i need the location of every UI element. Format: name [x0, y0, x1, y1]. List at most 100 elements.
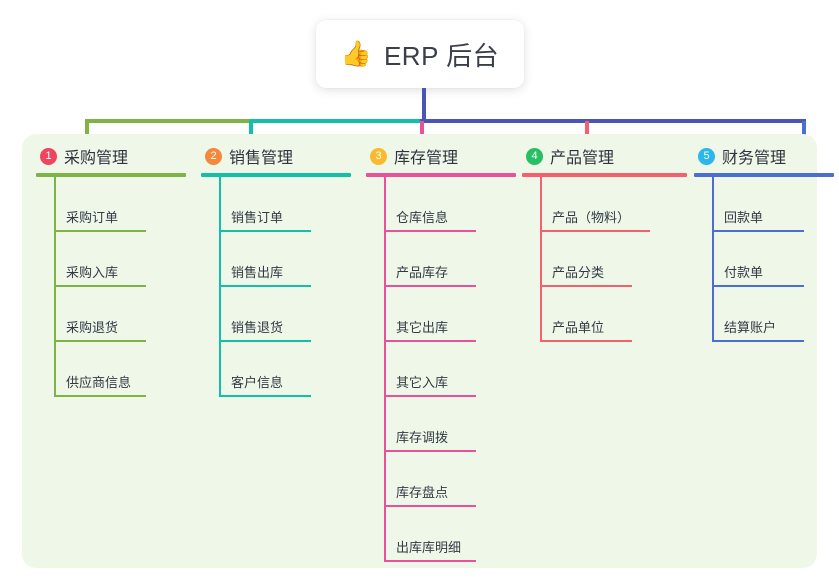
branch-spine-4: [540, 177, 542, 342]
list-item-rule: [384, 395, 476, 397]
list-item-label: 客户信息: [231, 375, 284, 390]
branch-items-5: 回款单 付款单 结算账户: [712, 177, 834, 342]
list-item[interactable]: 供应商信息: [54, 342, 186, 397]
branch-items-3: 仓库信息 产品库存 其它出库 其它入库 库存调拨: [384, 177, 516, 562]
branch-title-5: 财务管理: [722, 150, 787, 167]
list-item[interactable]: 库存调拨: [384, 397, 516, 452]
branch-title-4: 产品管理: [550, 150, 615, 167]
branch-header-3[interactable]: 3 库存管理: [366, 144, 516, 168]
list-item-label: 采购订单: [66, 210, 119, 225]
branch-badge-3: 3: [370, 147, 387, 165]
branch-rule-2: [201, 173, 351, 177]
list-item-label: 采购入库: [66, 265, 119, 280]
list-item[interactable]: 销售出库: [219, 232, 351, 287]
list-item-rule: [540, 230, 650, 232]
branch-title-2: 销售管理: [229, 150, 294, 167]
root-title: ERP 后台: [383, 40, 500, 71]
branch-badge-4: 4: [526, 147, 543, 165]
list-item[interactable]: 客户信息: [219, 342, 351, 397]
list-item[interactable]: 其它出库: [384, 287, 516, 342]
list-item-label: 供应商信息: [66, 375, 132, 390]
branch-items-4: 产品（物料） 产品分类 产品单位: [540, 177, 687, 342]
list-item-rule: [54, 395, 146, 397]
list-item-rule: [219, 340, 311, 342]
list-item-label: 库存盘点: [396, 485, 449, 500]
list-item[interactable]: 产品（物料）: [540, 177, 687, 232]
list-item[interactable]: 库存盘点: [384, 452, 516, 507]
list-item-rule: [712, 340, 804, 342]
list-item[interactable]: 仓库信息: [384, 177, 516, 232]
connector-bus-left: [85, 119, 251, 123]
list-item-label: 回款单: [724, 210, 764, 225]
branch-column-product: 4 产品管理 产品（物料） 产品分类 产品单位: [522, 144, 687, 342]
list-item-label: 其它出库: [396, 320, 449, 335]
list-item-rule: [219, 285, 311, 287]
list-item-label: 采购退货: [66, 320, 119, 335]
list-item-rule: [384, 450, 476, 452]
list-item-rule: [384, 560, 476, 562]
branch-header-4[interactable]: 4 产品管理: [522, 144, 687, 168]
branch-header-2[interactable]: 2 销售管理: [201, 144, 351, 168]
thumbs-up-icon: 👍: [340, 39, 372, 68]
branch-column-inventory: 3 库存管理 仓库信息 产品库存 其它出库 其它入库: [366, 144, 516, 562]
list-item[interactable]: 其它入库: [384, 342, 516, 397]
connector-bus-right: [420, 119, 806, 123]
branch-column-sales: 2 销售管理 销售订单 销售出库 销售退货 客户信息: [201, 144, 351, 397]
branch-header-1[interactable]: 1 采购管理: [36, 144, 186, 168]
branch-title-3: 库存管理: [394, 150, 459, 167]
list-item-rule: [384, 230, 476, 232]
branch-badge-2: 2: [205, 147, 222, 165]
branch-items-2: 销售订单 销售出库 销售退货 客户信息: [219, 177, 351, 397]
root-node-card[interactable]: 👍 ERP 后台: [316, 20, 524, 88]
branch-column-purchasing: 1 采购管理 采购订单 采购入库 采购退货 供应商信: [36, 144, 186, 397]
branch-rule-1: [36, 173, 186, 177]
branch-rule-3: [366, 173, 516, 177]
list-item-label: 付款单: [724, 265, 764, 280]
list-item[interactable]: 采购退货: [54, 287, 186, 342]
list-item-rule: [384, 505, 476, 507]
list-item[interactable]: 产品库存: [384, 232, 516, 287]
list-item[interactable]: 回款单: [712, 177, 834, 232]
list-item-label: 结算账户: [724, 320, 777, 335]
branch-column-finance: 5 财务管理 回款单 付款单 结算账户: [694, 144, 834, 342]
list-item-label: 销售退货: [231, 320, 284, 335]
list-item-rule: [54, 340, 146, 342]
list-item[interactable]: 采购入库: [54, 232, 186, 287]
list-item-label: 产品（物料）: [552, 210, 631, 225]
branch-items-1: 采购订单 采购入库 采购退货 供应商信息: [54, 177, 186, 397]
branch-header-5[interactable]: 5 财务管理: [694, 144, 834, 168]
list-item[interactable]: 出库库明细: [384, 507, 516, 562]
list-item[interactable]: 结算账户: [712, 287, 834, 342]
content-panel: [22, 134, 817, 568]
list-item-rule: [384, 340, 476, 342]
list-item-rule: [384, 285, 476, 287]
branch-spine-1: [54, 177, 56, 397]
list-item-label: 出库库明细: [396, 540, 462, 555]
branch-badge-5: 5: [698, 147, 715, 165]
list-item-rule: [219, 230, 311, 232]
list-item-label: 产品库存: [396, 265, 449, 280]
branch-badge-1: 1: [40, 147, 57, 165]
connector-stem: [422, 88, 426, 121]
list-item[interactable]: 采购订单: [54, 177, 186, 232]
list-item-rule: [54, 230, 146, 232]
list-item-label: 库存调拨: [396, 430, 449, 445]
list-item[interactable]: 产品单位: [540, 287, 687, 342]
list-item-rule: [540, 340, 632, 342]
list-item[interactable]: 销售订单: [219, 177, 351, 232]
branch-columns: 1 采购管理 采购订单 采购入库 采购退货 供应商信: [22, 134, 834, 568]
branch-rule-4: [522, 173, 687, 177]
list-item[interactable]: 产品分类: [540, 232, 687, 287]
branch-rule-5: [694, 173, 834, 177]
branch-title-1: 采购管理: [64, 150, 129, 167]
branch-spine-2: [219, 177, 221, 397]
list-item-label: 仓库信息: [396, 210, 449, 225]
list-item-label: 产品单位: [552, 320, 605, 335]
list-item[interactable]: 付款单: [712, 232, 834, 287]
list-item-rule: [712, 285, 804, 287]
list-item-label: 其它入库: [396, 375, 449, 390]
list-item[interactable]: 销售退货: [219, 287, 351, 342]
list-item-label: 产品分类: [552, 265, 605, 280]
list-item-label: 销售出库: [231, 265, 284, 280]
